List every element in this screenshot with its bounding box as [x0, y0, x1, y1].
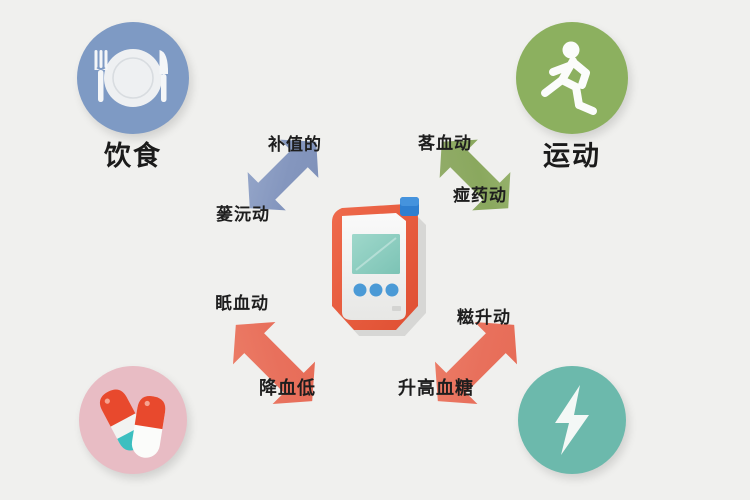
node-energy[interactable] [497, 366, 647, 482]
medicine-arrow [232, 321, 316, 405]
exercise-icon-circle [516, 22, 628, 134]
node-exercise[interactable]: 运动 [497, 22, 647, 172]
lightning-bolt-icon [555, 385, 589, 455]
meter-button-right [385, 283, 399, 297]
energy-arrow [434, 321, 518, 405]
energy-arrow-label-lower: 升高血糖 [398, 378, 474, 399]
diet-arrow-label-upper: 补值的 [268, 135, 322, 155]
energy-icon-circle [518, 366, 626, 474]
diet-arrow-label-lower: 蓌沅动 [216, 205, 270, 225]
meter-button-left [353, 283, 367, 297]
medicine-arrow-label-upper: 眂血动 [215, 294, 269, 314]
exercise-arrow-label-upper: 茖血动 [418, 134, 472, 154]
medicine-arrow-label-lower: 降血低 [259, 378, 316, 399]
plate-fork-knife-icon [94, 49, 169, 107]
meter-button-center [369, 283, 383, 297]
exercise-arrow [439, 139, 511, 211]
energy-arrow-label-upper: 糍升动 [457, 308, 511, 328]
exercise-label: 运动 [543, 141, 601, 172]
node-medicine[interactable] [58, 366, 208, 482]
medicine-icon-circle [79, 366, 187, 474]
diet-label: 饮食 [104, 141, 162, 172]
capsule-pills-icon [99, 389, 166, 458]
exercise-arrow-label-lower: 痖药动 [453, 186, 507, 206]
diet-icon-circle [77, 22, 189, 134]
node-diet[interactable]: 饮食 [58, 22, 208, 172]
blood-glucose-meter-icon [332, 197, 426, 336]
running-person-icon [541, 41, 597, 115]
meter-display-screen [352, 234, 400, 274]
diet-arrow [247, 139, 319, 211]
